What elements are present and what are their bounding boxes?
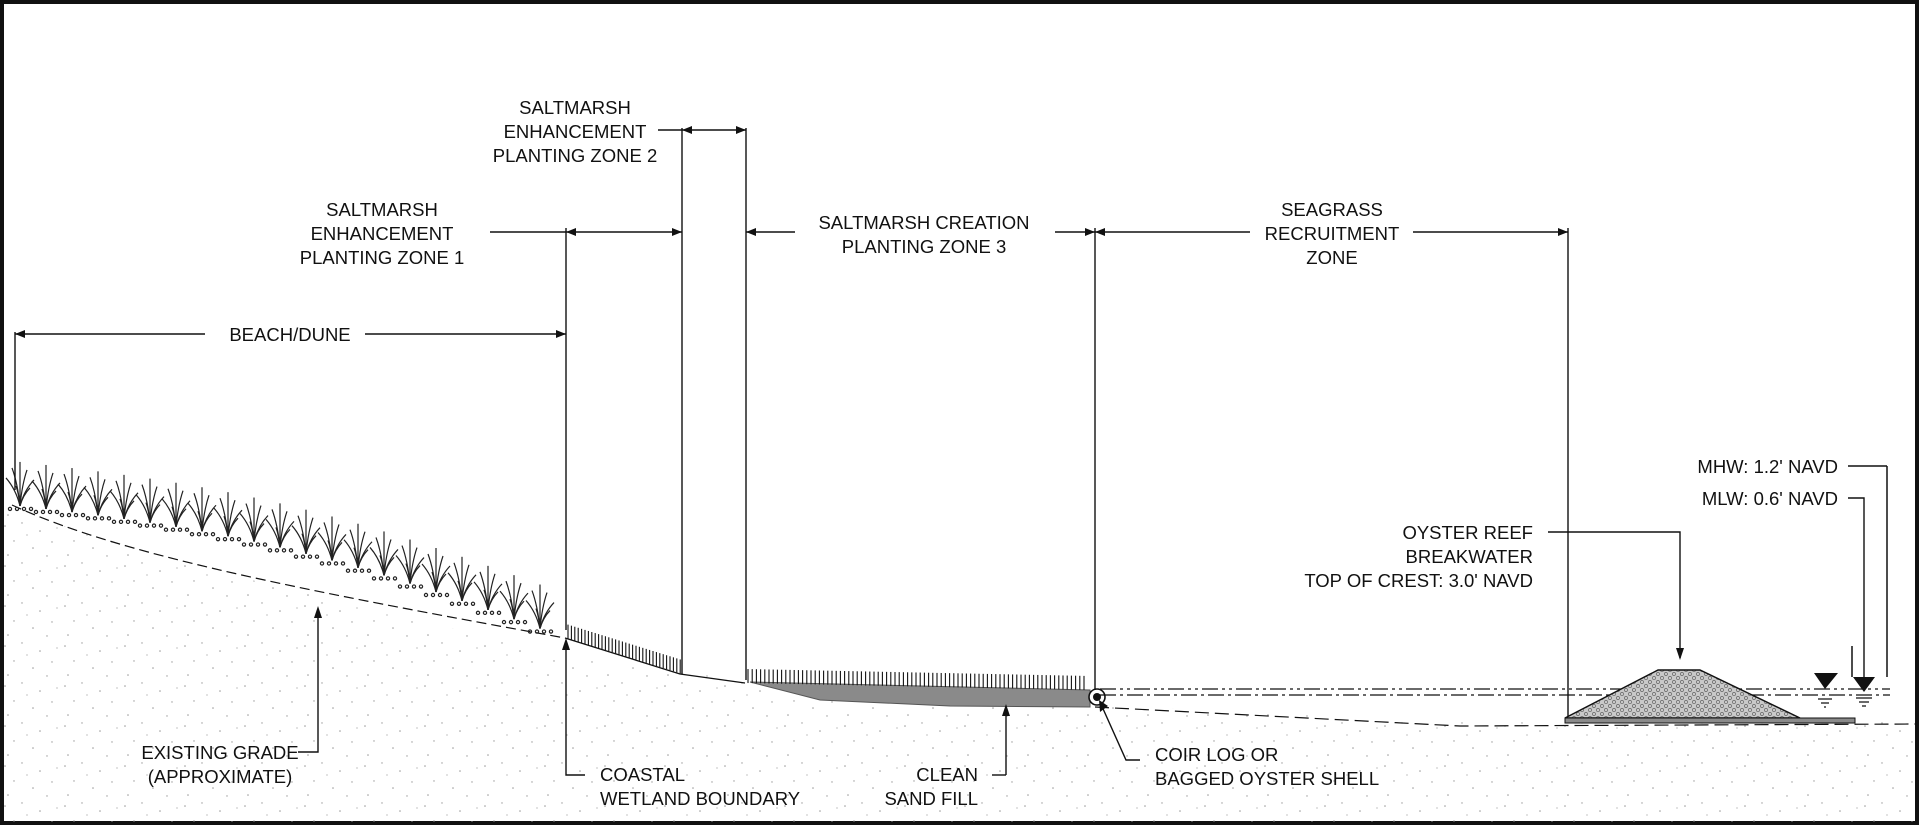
dune-plant-icon	[83, 471, 113, 521]
dune-plant-icon	[187, 487, 217, 537]
dune-plant-icon	[369, 531, 399, 581]
dune-plant-icon	[291, 509, 321, 559]
zone1-label-line1: SALTMARSH	[326, 199, 438, 220]
dune-vegetation	[5, 461, 555, 634]
mhw-ticks	[1856, 697, 1872, 707]
dune-plant-icon	[525, 584, 555, 634]
sand-fill-label-line1: CLEAN	[916, 764, 978, 785]
zone2-label-line1: SALTMARSH	[519, 97, 631, 118]
oyster-label-line2: BREAKWATER	[1406, 546, 1533, 567]
dune-plant-icon	[447, 556, 477, 606]
dune-plant-icon	[395, 539, 425, 589]
dune-plant-icon	[265, 503, 295, 553]
dune-plant-icon	[473, 565, 503, 616]
dune-plant-icon	[343, 523, 373, 573]
dune-plant-icon	[239, 497, 269, 547]
dune-plant-icon	[421, 548, 451, 598]
dune-plant-icon	[213, 492, 243, 542]
zone1-label-line2: ENHANCEMENT	[311, 223, 454, 244]
coir-log-label-line1: COIR LOG OR	[1155, 744, 1278, 765]
oyster-label-line1: OYSTER REEF	[1402, 522, 1533, 543]
oyster-label-line3: TOP OF CREST: 3.0' NAVD	[1304, 570, 1533, 591]
breakwater-base	[1564, 717, 1856, 724]
marsh-grass-hatch	[567, 624, 1085, 690]
dimension-lines	[14, 128, 1887, 776]
dune-plant-icon	[57, 468, 87, 518]
dune-plant-icon	[135, 478, 165, 528]
subtidal-grade-line	[1094, 706, 1916, 727]
existing-grade-label-line2: (APPROXIMATE)	[148, 766, 293, 787]
zone1-label-line3: PLANTING ZONE 1	[300, 247, 464, 268]
zone3-label-line1: SALTMARSH CREATION	[818, 212, 1029, 233]
zone2-label-line3: PLANTING ZONE 2	[493, 145, 657, 166]
seagrass-label-line1: SEAGRASS	[1281, 199, 1383, 220]
ground-soil	[4, 505, 1915, 822]
mlw-label: MLW: 0.6' NAVD	[1702, 488, 1838, 509]
arrow-heads	[15, 126, 1684, 716]
mhw-label: MHW: 1.2' NAVD	[1697, 456, 1838, 477]
marsh-surface-line	[564, 637, 746, 684]
seagrass-label-line3: ZONE	[1306, 247, 1357, 268]
zone2-label-line2: ENHANCEMENT	[504, 121, 647, 142]
coir-log-label-line2: BAGGED OYSTER SHELL	[1155, 768, 1379, 789]
mhw-marker-icon	[1853, 677, 1875, 692]
wetland-label-line1: COASTAL	[600, 764, 685, 785]
existing-grade-label-line1: EXISTING GRADE	[141, 742, 298, 763]
mlw-marker-icon	[1814, 673, 1838, 689]
existing-grade-line	[11, 504, 566, 639]
zone3-label-line2: PLANTING ZONE 3	[842, 236, 1006, 257]
wetland-label-line2: WETLAND BOUNDARY	[600, 788, 800, 809]
mlw-ticks	[1818, 698, 1832, 708]
sand-fill-label-line2: SAND FILL	[884, 788, 978, 809]
beach-dune-label: BEACH/DUNE	[229, 324, 350, 345]
dune-plant-icon	[317, 516, 347, 566]
seagrass-label-line2: RECRUITMENT	[1265, 223, 1400, 244]
oyster-reef-breakwater	[1564, 669, 1801, 719]
dune-plant-icon	[31, 464, 61, 515]
coir-log-core	[1093, 693, 1101, 701]
dune-plant-icon	[161, 482, 191, 532]
dune-plant-icon	[499, 575, 529, 625]
dune-plant-icon	[109, 474, 139, 525]
dune-plant-icon	[5, 461, 35, 512]
